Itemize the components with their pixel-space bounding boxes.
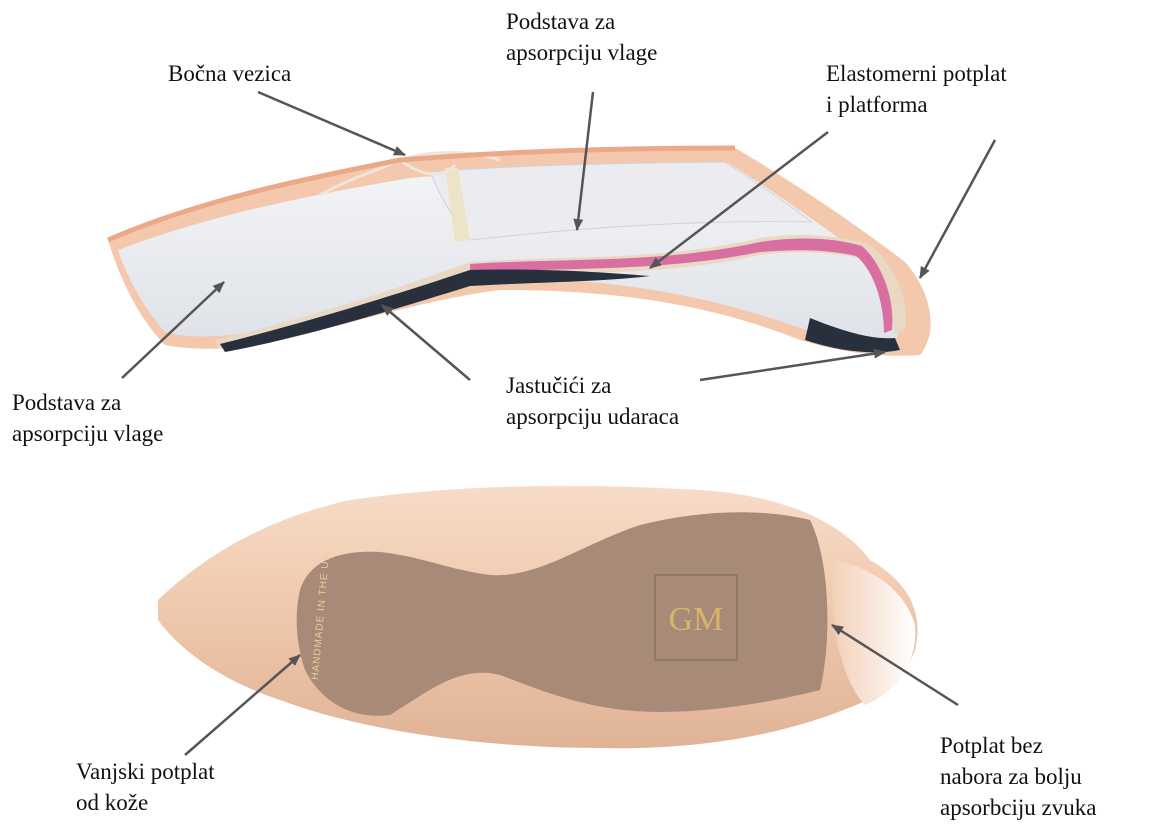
label-moisture-lining-top: Podstava za apsorpciju vlage xyxy=(506,6,657,68)
label-elastomer-sole: Elastomerni potplat i platforma xyxy=(826,58,1007,120)
label-lateral-string: Bočna vezica xyxy=(168,58,291,89)
label-line: Podstava za xyxy=(12,387,163,418)
label-line: i platforma xyxy=(826,89,1007,120)
label-line: Vanjski potplat xyxy=(76,756,215,787)
label-line: Elastomerni potplat xyxy=(826,58,1007,89)
label-line: Jastučići za xyxy=(506,370,679,401)
label-pleatless-sole: Potplat bez nabora za bolju apsorbciju z… xyxy=(940,730,1096,823)
label-line: Podstava za xyxy=(506,6,657,37)
label-leather-outsole: Vanjski potplat od kože xyxy=(76,756,215,818)
pointe-shoe-sole-view: GM HANDMADE IN THE UK xyxy=(158,486,918,748)
arrow-shock-pad-right xyxy=(700,352,885,380)
label-line: nabora za bolju xyxy=(940,761,1096,792)
arrow-shock-pad-left xyxy=(382,305,470,380)
label-line: apsorbciju zvuka xyxy=(940,792,1096,823)
label-shock-pads: Jastučići za apsorpciju udaraca xyxy=(506,370,679,432)
arrow-lateral-string xyxy=(258,92,405,155)
label-line: apsorpciju vlage xyxy=(506,37,657,68)
label-line: apsorpciju vlage xyxy=(12,418,163,449)
arrow-elastomer-sole-2 xyxy=(920,140,995,278)
label-line: Potplat bez xyxy=(940,730,1096,761)
pointe-shoe-cross-section xyxy=(108,148,931,356)
label-lateral-string-text: Bočna vezica xyxy=(168,58,291,89)
label-line: apsorpciju udaraca xyxy=(506,401,679,432)
label-line: od kože xyxy=(76,787,215,818)
label-moisture-lining-left: Podstava za apsorpciju vlage xyxy=(12,387,163,449)
maker-logo: GM xyxy=(669,601,724,638)
